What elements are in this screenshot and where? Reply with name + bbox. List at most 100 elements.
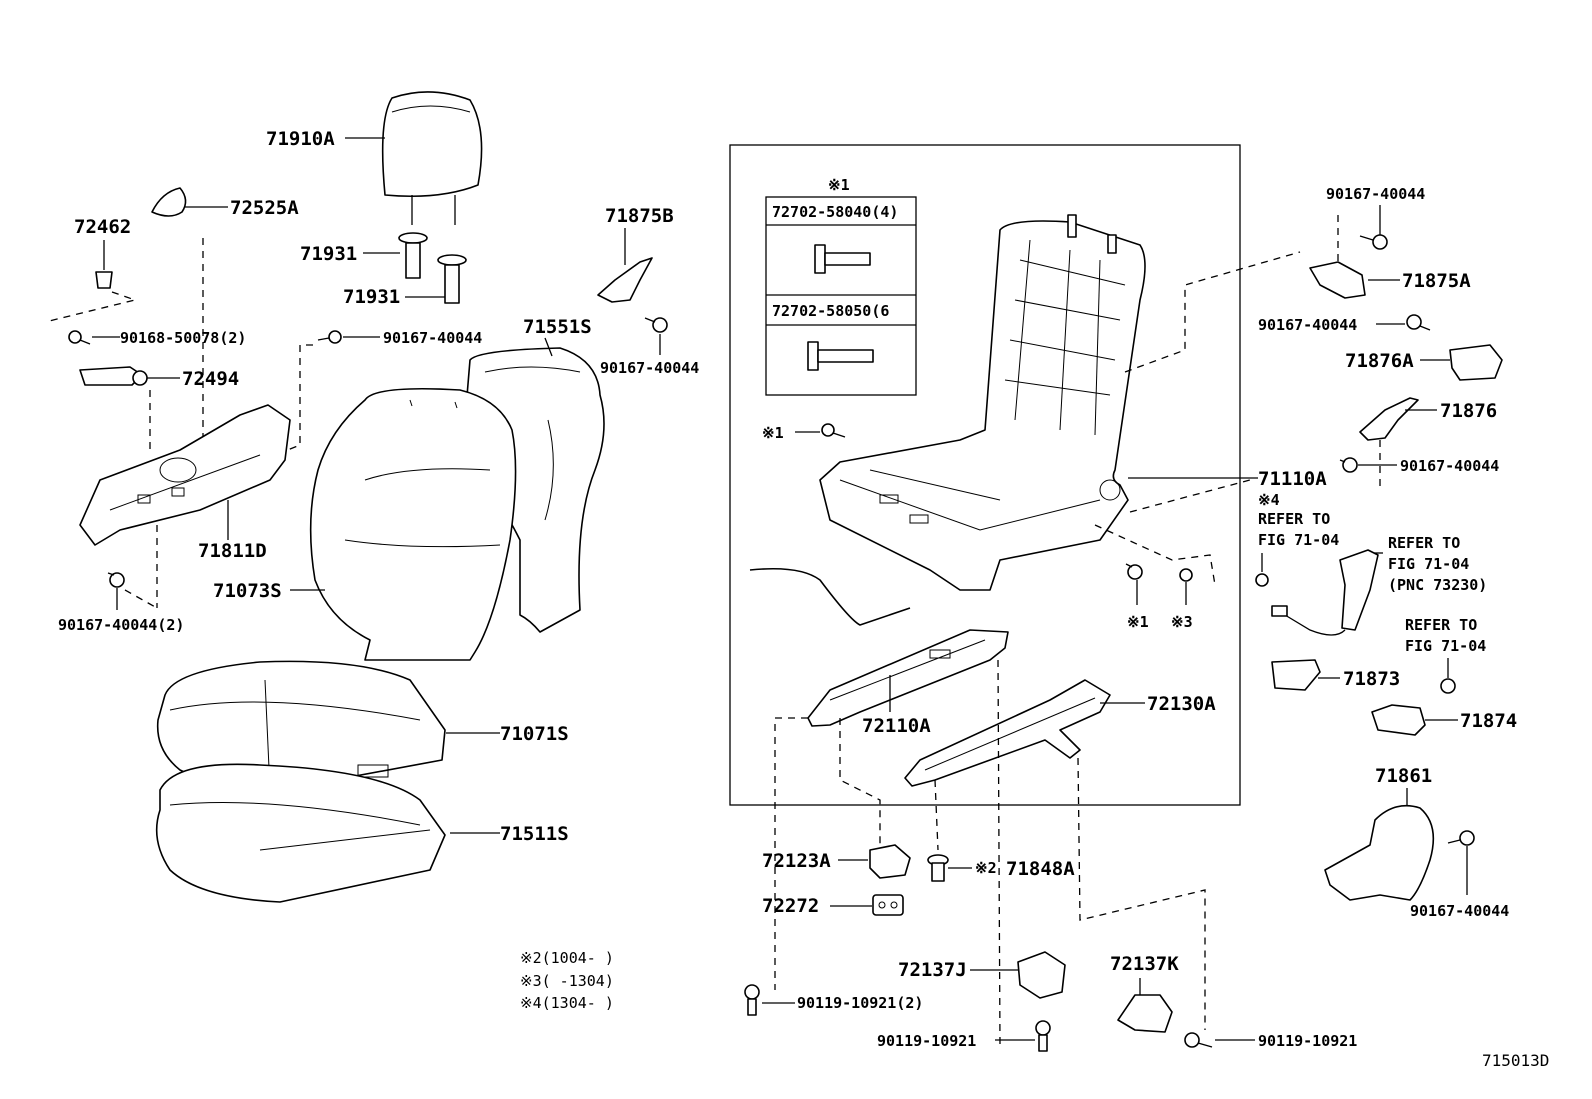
screw-90167-a-part (317, 330, 342, 344)
kit-mark: ※1 (828, 176, 850, 194)
cover-72137k-part (1117, 994, 1173, 1033)
label-72137k: 72137K (1110, 953, 1179, 975)
label-71876: 71876 (1440, 400, 1497, 422)
label-71073s: 71073S (213, 580, 282, 602)
refer3-line2: FIG 71-04 (1405, 637, 1486, 655)
screw-71875b-part (644, 317, 668, 333)
label-71931-lower: 71931 (343, 286, 400, 308)
clip-72462-part (95, 271, 113, 289)
bolt-90119-1-part (744, 984, 760, 1016)
shield-71811d-part (79, 404, 291, 546)
label-71910a: 71910A (266, 128, 335, 150)
label-71848a: 71848A (1006, 858, 1075, 880)
seatbelt-buckle-part (1271, 549, 1379, 636)
label-72525a: 72525A (230, 197, 299, 219)
frame-assembly-box (729, 144, 1241, 806)
mark1-lower-label: ※1 (1127, 613, 1149, 631)
mark4-label: ※4 (1258, 491, 1280, 509)
cover-71875a-part (1309, 261, 1366, 299)
label-71551s: 71551S (523, 316, 592, 338)
nut-mark4-part (1255, 573, 1269, 587)
kit-row-1-label: 72702-58040(4) (772, 203, 898, 221)
label-90167-40044-g: 90167-40044 (1410, 902, 1509, 920)
refer2-line3: (PNC 73230) (1388, 576, 1487, 594)
refer2-line2: FIG 71-04 (1388, 555, 1469, 573)
label-71873: 71873 (1343, 668, 1400, 690)
label-72137j: 72137J (898, 959, 967, 981)
mark1-bolt-label: ※1 (762, 424, 784, 442)
label-90119-10921-c: 90119-10921 (1258, 1032, 1357, 1050)
clip-72272-part (872, 894, 904, 916)
label-72110a: 72110A (862, 715, 931, 737)
back-cover-71073s-part (309, 387, 517, 661)
mark2-label: ※2 (975, 859, 997, 877)
label-90167-40044-b: 90167-40044 (600, 359, 699, 377)
label-72123a: 72123A (762, 850, 831, 872)
label-72272: 72272 (762, 895, 819, 917)
screw-90167-c-part (107, 572, 125, 588)
bolt-mark1-part (821, 423, 846, 438)
bolt-71848a-part (927, 854, 949, 882)
label-71110a: 71110A (1258, 468, 1327, 490)
wire-part (749, 567, 911, 626)
screw-90168-part (68, 330, 91, 345)
label-72494: 72494 (182, 368, 239, 390)
label-71861: 71861 (1375, 765, 1432, 787)
refer3-line1: REFER TO (1405, 616, 1477, 634)
bolt-90119-2-part (1035, 1020, 1051, 1052)
label-71511s: 71511S (500, 823, 569, 845)
note-mark3: ※3( -1304) (520, 972, 614, 990)
cover-72137j-part (1017, 951, 1066, 999)
label-72130a: 72130A (1147, 693, 1216, 715)
adjuster-72110a-part (807, 629, 1009, 727)
screw-90167-d-part (1359, 234, 1388, 250)
cushion-cover-71071s-part (156, 660, 446, 792)
diagram-id: 715013D (1482, 1051, 1549, 1070)
label-90168-50078: 90168-50078(2) (120, 329, 246, 347)
label-71876a: 71876A (1345, 350, 1414, 372)
label-90167-40044-a: 90167-40044 (383, 329, 482, 347)
note-mark4: ※4(1304- ) (520, 994, 614, 1012)
label-71874: 71874 (1460, 710, 1517, 732)
adjuster-72130a-part (904, 679, 1111, 787)
screw-90167-e-part (1406, 314, 1431, 331)
bolt-72702-58050-part (807, 341, 874, 371)
bolt-refer3-part (1440, 678, 1456, 694)
label-71875a: 71875A (1402, 270, 1471, 292)
kit-row-2-label: 72702-58050(6 (772, 302, 889, 320)
lever-72525a-part (151, 187, 187, 217)
refer2-line1: REFER TO (1388, 534, 1460, 552)
guide-71931-upper-part (398, 232, 428, 279)
cushion-pad-71511s-part (155, 763, 446, 903)
bolt-mark1-lower-part (1125, 563, 1143, 580)
note-mark2: ※2(1004- ) (520, 949, 614, 967)
clip-72123a-part (869, 844, 911, 879)
nut-mark3-part (1179, 568, 1193, 582)
cover-71876-part (1359, 397, 1419, 441)
label-90167-40044-d: 90167-40044 (1326, 185, 1425, 203)
bolt-90119-3-part (1184, 1032, 1213, 1048)
label-71071s: 71071S (500, 723, 569, 745)
label-71811d: 71811D (198, 540, 267, 562)
seat-frame-71110a-part (819, 214, 1146, 591)
guide-71931-lower-part (437, 254, 467, 304)
label-90167-40044-e: 90167-40044 (1258, 316, 1357, 334)
bolt-72702-58040-part (814, 244, 871, 274)
label-90167-40044-c: 90167-40044(2) (58, 616, 184, 634)
cover-71876a-part (1449, 344, 1503, 381)
cover-71874-part (1371, 704, 1426, 736)
cover-71875b-part (597, 257, 653, 303)
cover-71873-part (1271, 659, 1321, 691)
mark3-lower-label: ※3 (1171, 613, 1193, 631)
screw-90167-f-part (1339, 457, 1358, 473)
label-71931-upper: 71931 (300, 243, 357, 265)
label-90119-10921-b: 90119-10921 (877, 1032, 976, 1050)
label-71875b: 71875B (605, 205, 674, 227)
cover-71861-part (1324, 804, 1435, 901)
label-90119-10921-2: 90119-10921(2) (797, 994, 923, 1012)
label-90167-40044-f: 90167-40044 (1400, 457, 1499, 475)
kit-table (765, 196, 917, 396)
screw-90167-g-part (1447, 830, 1475, 846)
